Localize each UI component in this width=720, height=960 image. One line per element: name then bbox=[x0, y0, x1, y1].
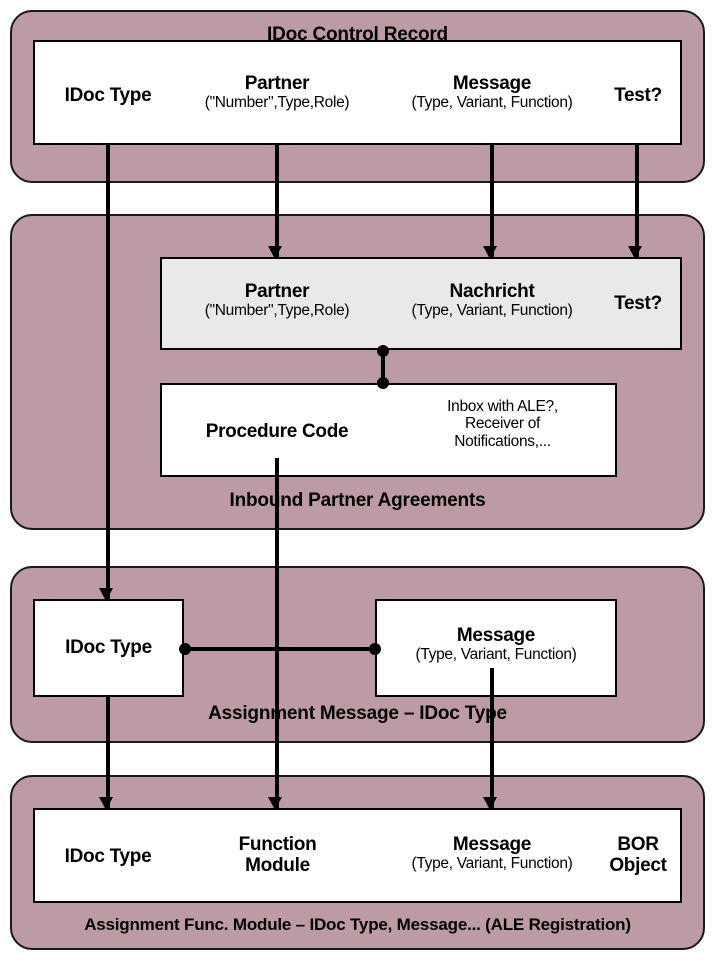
field-idoc-type-func-module: IDoc Type bbox=[64, 846, 152, 867]
field-bor-object: BOR Object bbox=[609, 834, 667, 877]
field-message-assignment: Message (Type, Variant, Function) bbox=[415, 625, 577, 664]
field-function-module: Function Module bbox=[238, 834, 317, 877]
box-partner-agreement-key bbox=[160, 257, 682, 350]
box-message-assignment bbox=[375, 599, 617, 697]
field-nachricht-agreement: Nachricht (Type, Variant, Function) bbox=[411, 281, 573, 320]
panel-title-idoc-control-record: IDoc Control Record bbox=[267, 24, 448, 45]
field-inbox-ale-notes: Inbox with ALE?, Receiver of Notificatio… bbox=[447, 398, 558, 450]
field-idoc-type-control: IDoc Type bbox=[64, 85, 152, 106]
field-procedure-code: Procedure Code bbox=[205, 421, 349, 442]
panel-title-assignment-func-module: Assignment Func. Module – IDoc Type, Mes… bbox=[84, 915, 631, 934]
panel-title-assignment-message-idoc-type: Assignment Message – IDoc Type bbox=[208, 703, 507, 724]
box-idoc-type-assignment bbox=[33, 599, 184, 697]
field-partner-control: Partner ("Number",Type,Role) bbox=[204, 73, 350, 112]
panel-title-inbound-partner-agreements: Inbound Partner Agreements bbox=[229, 490, 486, 511]
field-message-control: Message (Type, Variant, Function) bbox=[411, 73, 573, 112]
field-test-control: Test? bbox=[614, 85, 662, 106]
box-func-module-fields bbox=[33, 808, 682, 903]
box-idoc-control-fields bbox=[33, 40, 682, 145]
field-idoc-type-assignment: IDoc Type bbox=[65, 637, 152, 658]
box-procedure-code bbox=[160, 383, 617, 477]
field-message-func-module: Message (Type, Variant, Function) bbox=[411, 834, 573, 873]
field-partner-agreement: Partner ("Number",Type,Role) bbox=[204, 281, 350, 320]
field-test-agreement: Test? bbox=[614, 293, 662, 314]
